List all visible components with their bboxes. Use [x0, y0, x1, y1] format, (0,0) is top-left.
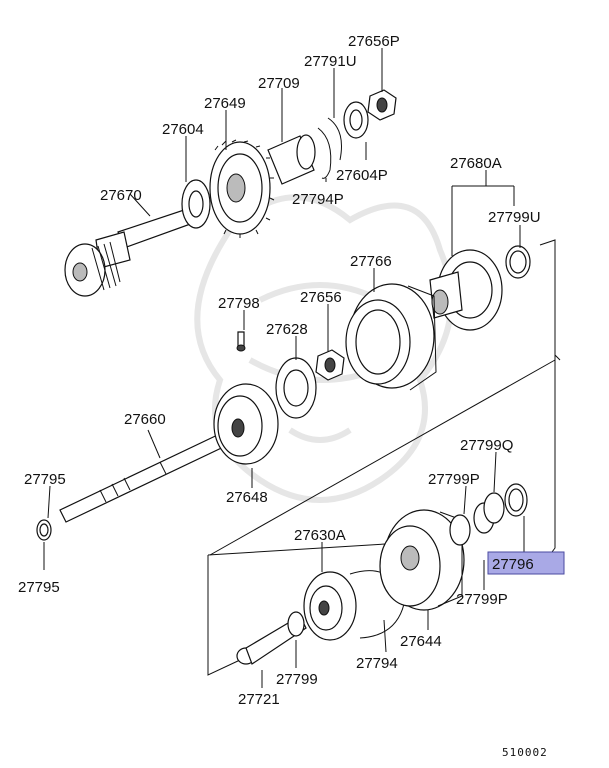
label-27795-top: 27795	[24, 471, 66, 488]
label-27604: 27604	[162, 121, 204, 138]
label-27799: 27799	[276, 671, 318, 688]
gear-27648	[213, 383, 279, 465]
washer-27799	[287, 611, 305, 637]
bearing-27604P	[343, 101, 369, 139]
clutch-drum-27766	[345, 283, 437, 391]
output-shaft-27660	[59, 429, 235, 523]
nut-27656	[315, 349, 345, 381]
label-27721: 27721	[238, 691, 280, 708]
label-27799Q: 27799Q	[460, 437, 513, 454]
label-27799U: 27799U	[488, 209, 541, 226]
gear-27649	[209, 139, 275, 238]
washer-27799Q	[483, 492, 505, 524]
label-27604P: 27604P	[336, 167, 388, 184]
label-27680A: 27680A	[450, 155, 502, 172]
label-27766: 27766	[350, 253, 392, 270]
label-27794: 27794	[356, 655, 398, 672]
label-27630A: 27630A	[294, 527, 346, 544]
snap-ring-27791U	[327, 117, 342, 161]
pin-27798	[236, 331, 246, 352]
label-27794P: 27794P	[292, 191, 344, 208]
highlight-27796	[487, 551, 565, 575]
bearing-27604	[181, 179, 211, 229]
assembly-frame-lines	[207, 239, 561, 676]
input-shaft-27670	[64, 207, 197, 297]
label-27649: 27649	[204, 95, 246, 112]
part-labels: 27656P 27791U 27709 27649 27604 27604P 2…	[18, 33, 548, 759]
bearing-27628	[275, 357, 317, 419]
label-27648: 27648	[226, 489, 268, 506]
drum-27680A	[429, 249, 503, 331]
label-27644: 27644	[400, 633, 442, 650]
ring-27799U	[505, 245, 531, 279]
label-27791U: 27791U	[304, 53, 357, 70]
label-27628: 27628	[266, 321, 308, 338]
bearing-race-27796	[504, 483, 528, 517]
leader-lines	[43, 48, 525, 688]
snap-ring-27794P	[317, 127, 332, 179]
label-27670: 27670	[100, 187, 142, 204]
nut-27656P	[367, 89, 397, 121]
label-27656: 27656	[300, 289, 342, 306]
collar-27709	[267, 134, 316, 185]
gear-27630A	[303, 571, 357, 641]
label-27795-bottom: 27795	[18, 579, 60, 596]
label-27796: 27796	[492, 556, 534, 573]
label-27799P-top: 27799P	[428, 471, 480, 488]
snap-ring-27795	[36, 519, 52, 541]
clutch-hub-27644	[379, 509, 465, 611]
label-27798: 27798	[218, 295, 260, 312]
label-27709: 27709	[258, 75, 300, 92]
label-27660: 27660	[124, 411, 166, 428]
label-27656P: 27656P	[348, 33, 400, 50]
diagram-code: 510002	[502, 746, 548, 759]
label-27799P-bottom: 27799P	[456, 591, 508, 608]
